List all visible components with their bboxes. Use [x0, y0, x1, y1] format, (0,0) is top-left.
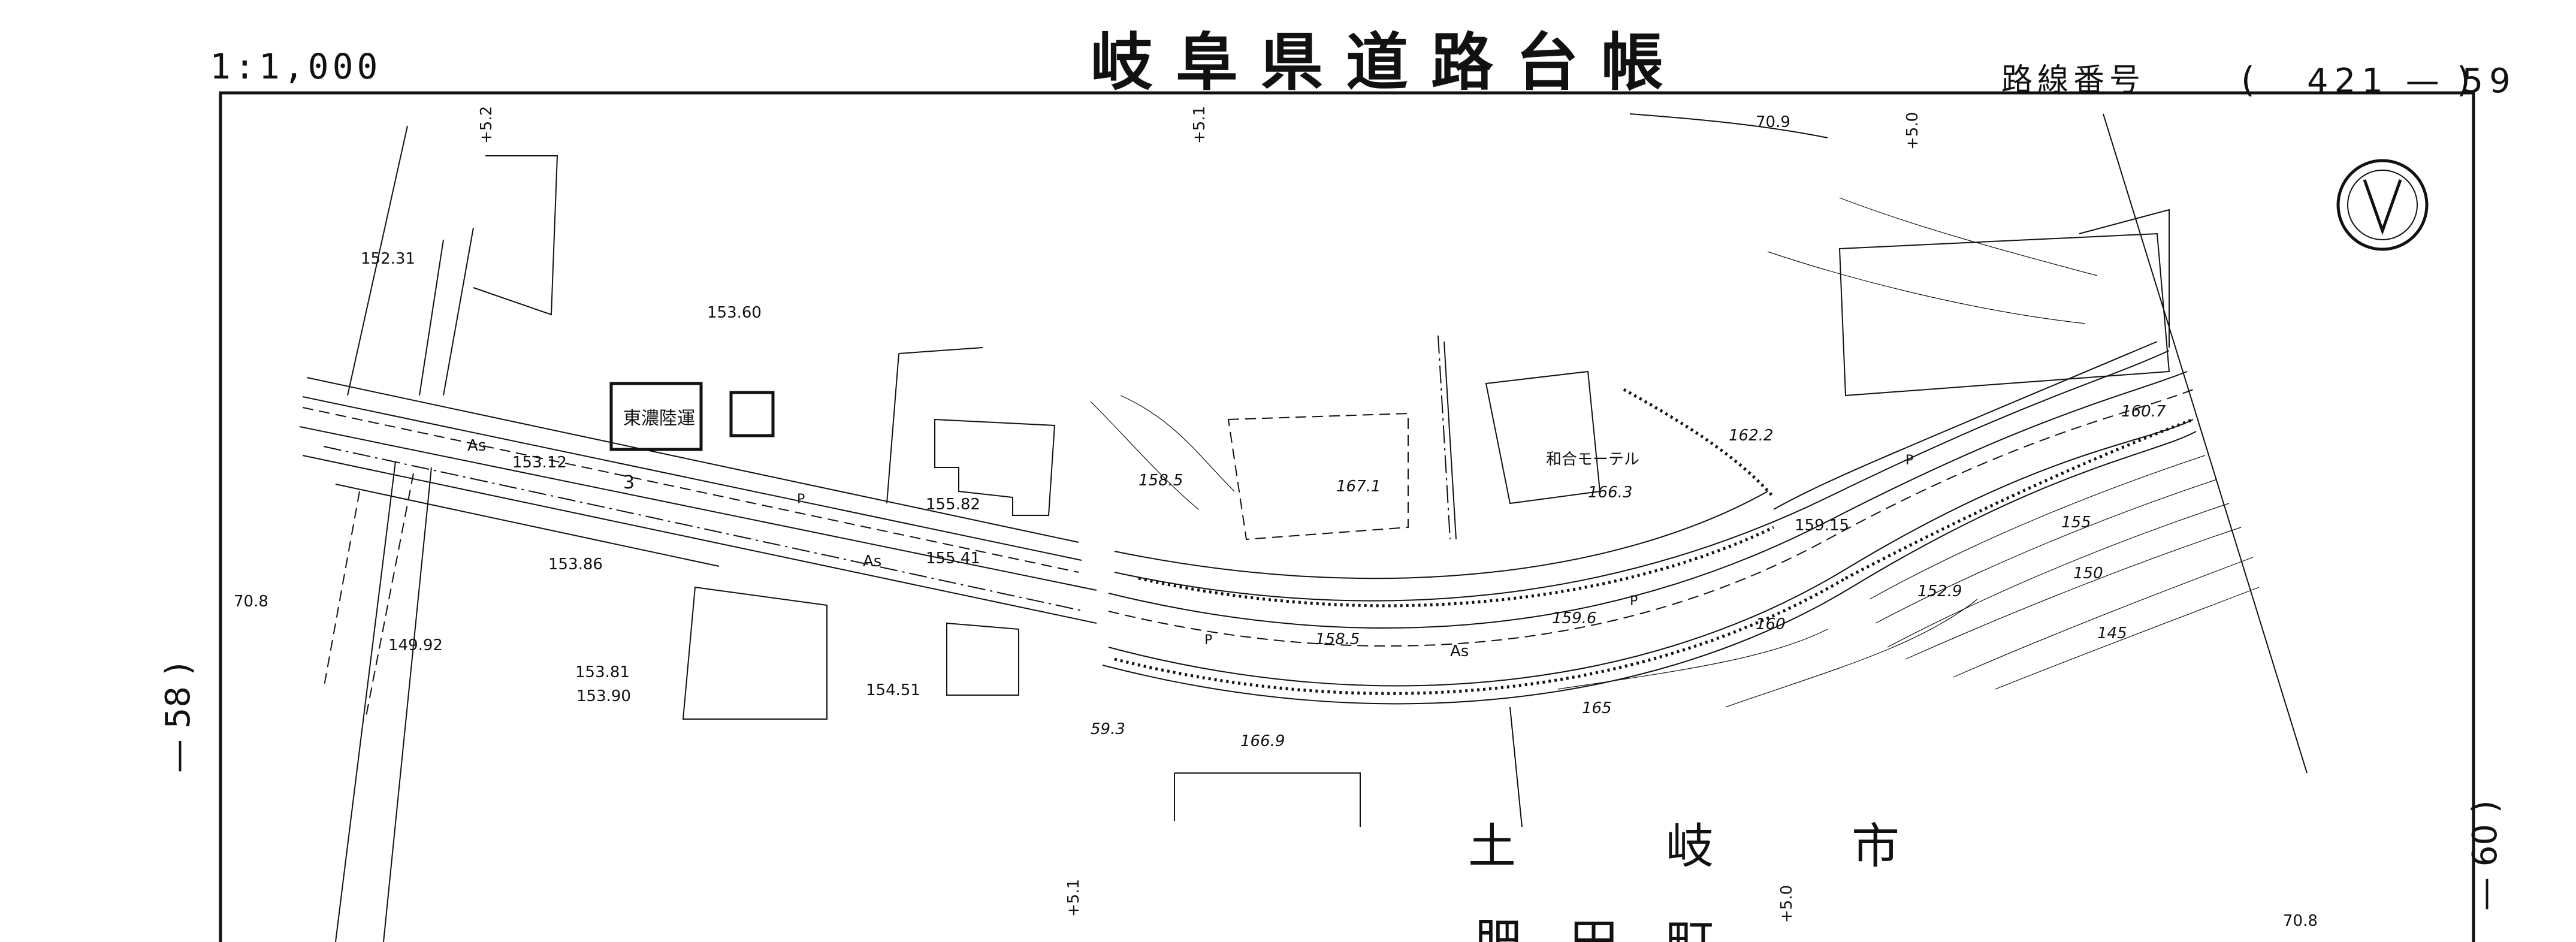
spot-height: 162.2 [1729, 427, 1773, 445]
route-open-paren: ( [2241, 59, 2255, 100]
cross-road [323, 125, 474, 942]
offset-label: +5.0 [1904, 112, 1922, 150]
contour-label: 150 [2073, 564, 2103, 582]
spot-height: 153.12 [512, 454, 567, 472]
spot-height: 166.9 [1240, 732, 1285, 750]
retaining-wall-hatch [1114, 388, 2194, 695]
offset-label: +5.2 [478, 106, 496, 144]
contour-label: 155 [2061, 514, 2091, 532]
spot-height: 155.82 [926, 496, 980, 514]
city-label-1: 土 [1468, 819, 1516, 874]
motel-label: 和合モーテル [1546, 451, 1639, 469]
spot-height: 160.7 [2121, 403, 2166, 421]
road-code: As [863, 552, 881, 570]
spot-height: 154.51 [866, 681, 920, 699]
road-code: P [1204, 633, 1212, 648]
map-labels: 東濃陸運 和合モーテル 土 岐 市 肥 田 町 152.31 153.60 15… [234, 106, 2318, 942]
road-code: P [1630, 594, 1638, 609]
road-code: P [797, 492, 805, 507]
city-label-2: 岐 [1666, 819, 1714, 874]
spot-height: 158.5 [1315, 630, 1360, 648]
spot-height: 149.92 [388, 636, 443, 654]
company-label: 東濃陸運 [623, 408, 695, 429]
spot-height: 158.5 [1138, 472, 1183, 490]
map-frame [219, 91, 2475, 942]
north-arrow-icon [2336, 159, 2429, 251]
buildings [473, 155, 2170, 827]
main-road-west [299, 377, 1097, 624]
route-close-paren: ) [2457, 59, 2471, 100]
edge-mark: 70.9 [1756, 113, 1790, 131]
town-label-1: 肥 [1474, 914, 1522, 942]
city-label-3: 市 [1852, 819, 1899, 874]
town-label-2: 田 [1570, 914, 1618, 942]
town-label-3: 町 [1666, 914, 1714, 942]
offset-label: +5.1 [1191, 106, 1209, 144]
main-road-east [1102, 341, 2197, 705]
road-code: As [467, 437, 486, 455]
spot-height: 155.41 [926, 550, 980, 567]
spot-height: 167.1 [1336, 478, 1381, 496]
contour-label: 165 [1582, 699, 1612, 717]
contour-label: 160 [1756, 615, 1786, 633]
spot-height: 153.60 [707, 304, 762, 322]
offset-label: +5.0 [1778, 885, 1796, 923]
spot-height: 159.6 [1552, 609, 1596, 627]
edge-mark: 70.8 [2283, 912, 2318, 930]
contour-label: 145 [2097, 624, 2127, 642]
road-code: P [1905, 453, 1913, 468]
map-scale: 1:1,000 [210, 46, 382, 87]
spot-height: 152.31 [361, 250, 415, 268]
offset-label: +5.1 [1065, 879, 1083, 917]
road-code: 3 [623, 472, 635, 493]
spot-height: 153.86 [548, 555, 603, 573]
route-number-label: 路線番号 [2001, 62, 2146, 98]
spot-height: 152.9 [1917, 582, 1962, 600]
spot-height: 59.3 [1091, 720, 1125, 738]
spot-height: 166.3 [1588, 484, 1632, 502]
spot-height: 153.90 [576, 687, 631, 705]
building-toonou-rikuun [609, 382, 703, 451]
edge-mark: 70.8 [234, 593, 268, 611]
page-title: 岐阜県道路台帳 [1091, 26, 1687, 99]
road-code: As [1450, 642, 1469, 660]
contour-lines [1090, 113, 2308, 774]
misc-lines [886, 113, 1828, 828]
spot-height: 153.81 [575, 663, 630, 681]
spot-height: 159.15 [1795, 517, 1849, 535]
